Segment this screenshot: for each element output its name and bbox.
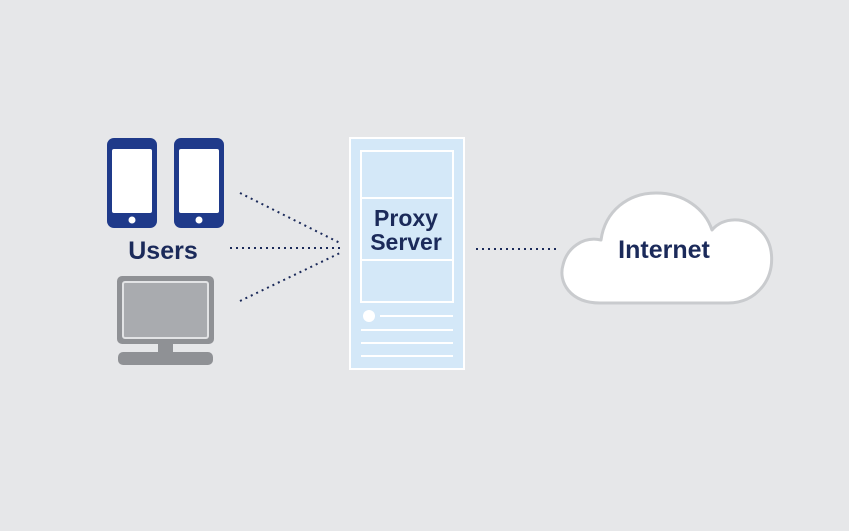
smartphone-icon [174, 138, 224, 228]
proxy-server-label-line2: Server [370, 229, 442, 255]
desktop-computer-icon [117, 276, 214, 365]
proxy-server-label-line1: Proxy [374, 205, 438, 231]
user-connection-lines [230, 192, 341, 302]
connection-line-phones [239, 192, 341, 244]
users-label: Users [128, 237, 198, 265]
connection-line-desktop [239, 252, 341, 302]
cloud-icon [560, 191, 774, 305]
smartphone-icon [107, 138, 157, 228]
server-tower-icon [349, 137, 465, 370]
internet-label: Internet [618, 236, 710, 264]
